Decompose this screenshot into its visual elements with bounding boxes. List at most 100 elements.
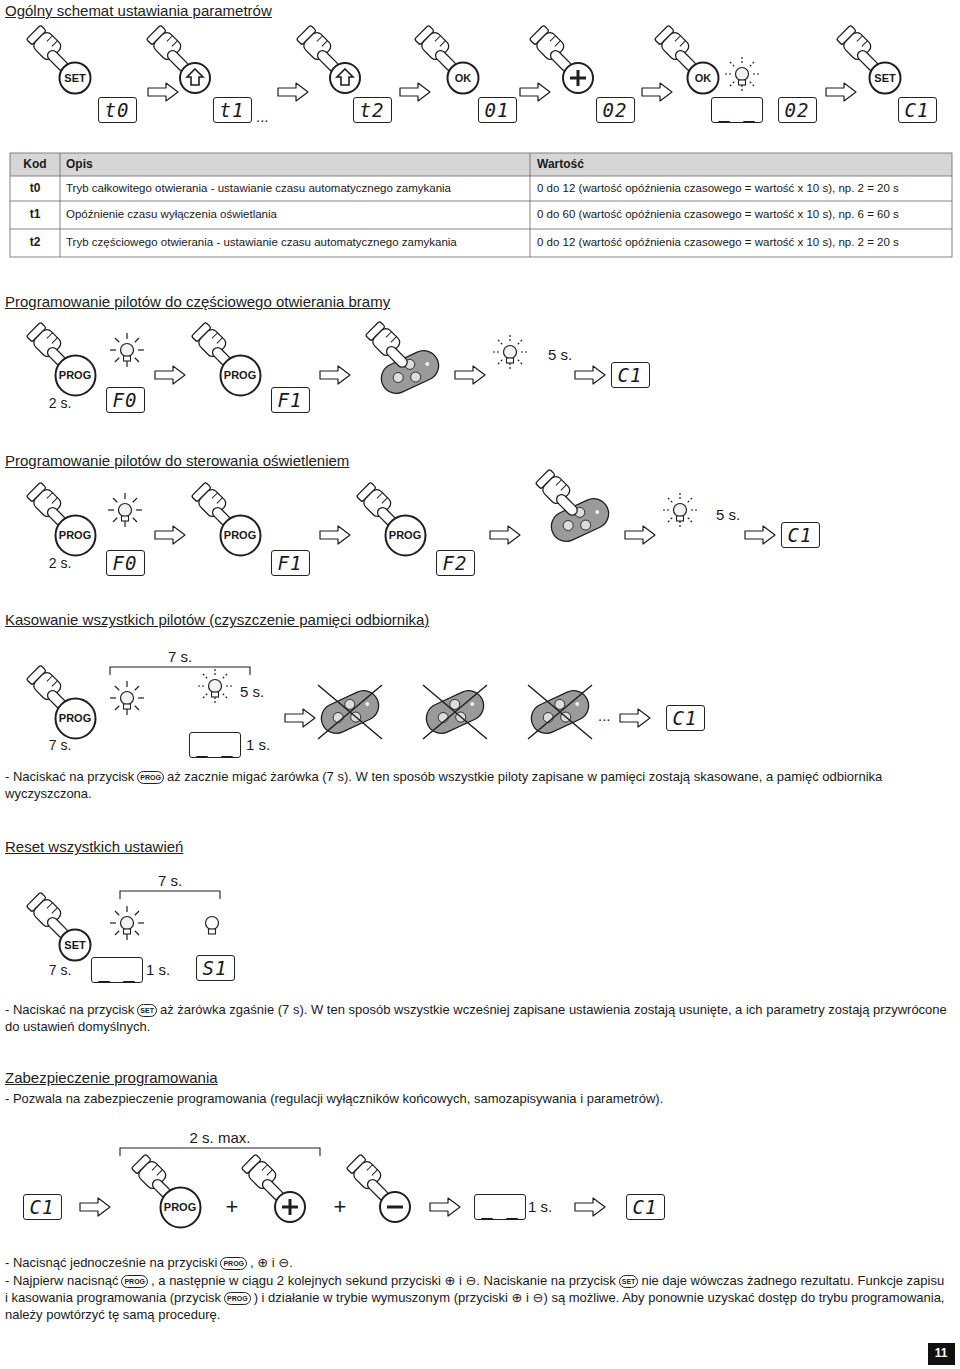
bulb-lit [110,333,144,367]
step-arrow [520,83,550,101]
remote-key [562,519,575,532]
display-readout: _ _ [98,961,135,980]
bulb-base [677,516,684,521]
light-ray [223,694,227,698]
time-label: 7 s. [158,872,182,889]
bulb-base [124,704,131,709]
time-label: 1 s. [146,961,170,978]
light-ray [663,509,669,510]
hand-knuckles [377,493,388,504]
table-cell: Opóźnienie czasu wyłączenia oświetlania [66,208,277,221]
time-label: 2 s. [49,555,72,571]
bulb-glass [504,346,517,359]
display-readout: t0 [105,101,130,120]
hand-knuckles [317,36,328,47]
section-heading: Kasowanie wszystkich pilotów (czyszczeni… [5,611,429,628]
pointing-hand [535,468,586,519]
step-arrow [620,709,650,727]
bulb-lit [110,906,144,940]
table-rule [10,201,952,202]
hand-finger [554,492,579,517]
light-ray [110,922,116,923]
note-paragraph: - Nacisnąć jednocześnie na przyciskiPROG… [5,1254,950,1271]
segment-display: C1 [666,705,705,731]
display-readout: _ _ [196,736,233,755]
light-ray [126,361,127,367]
plus-sign: + [226,1194,239,1219]
light-ray [498,360,502,364]
step-arrow [745,526,775,544]
time-label: 5 s. [548,346,572,363]
time-label: 7 s. [49,737,72,753]
table-rule [10,229,952,230]
bulb-blinking [663,493,697,527]
pointing-hand [365,320,416,371]
time-bracket [110,667,250,675]
light-ray [126,709,127,715]
light-ray [509,335,510,341]
inline-button-icon: PROG [224,1292,251,1305]
step-arrow [155,526,185,544]
time-label: 2 s. max. [190,1129,251,1146]
hand-knuckles [262,1165,273,1176]
display-readout: C1 [633,1198,658,1217]
page-number: 11 [935,1347,948,1361]
light-ray [136,509,142,510]
button-outline [563,63,593,93]
light-ray [668,498,672,502]
bulb-glass [736,68,749,81]
remote-key [579,518,592,531]
button-label: PROG [389,529,421,541]
light-ray [750,82,754,86]
table-rule [530,153,531,257]
time-label: 7 s. [49,962,72,978]
remote-body [316,686,383,739]
light-ray [668,518,672,522]
display-readout: F1 [278,391,303,410]
button-circle: SET [58,61,92,95]
light-ray [214,697,215,703]
button-label: OK [455,72,472,84]
light-ray [133,498,137,502]
time-label: 5 s. [716,506,740,523]
bulb-glass [206,917,219,930]
note-text: , a następnie w ciągu 2 kolejnych sekund… [151,1273,616,1288]
button-label: PROG [164,1201,196,1213]
segment-display: C1 [611,362,650,388]
plus-symbol [570,70,586,86]
table-rule [60,153,61,257]
inline-button-icon: SET [619,1275,639,1288]
step-arrow [80,1198,110,1216]
section-heading: Reset wszystkich ustawień [5,838,183,855]
hand-knuckles [47,903,58,914]
light-ray [518,360,522,364]
display-readout: 01 [485,101,510,120]
inline-button-icon: PROG [121,1275,148,1288]
display-readout: F2 [443,554,468,573]
display-readout: C1 [30,1198,55,1217]
button-circle: SET [58,928,92,962]
display-readout: t1 [220,101,245,120]
button-outline [275,1192,305,1222]
segment-display: C1 [898,97,937,123]
button-ring [60,63,91,94]
light-ray [110,697,116,698]
light-ray [741,85,742,91]
segment-display: C1 [626,1194,665,1220]
bulb-base [124,929,131,934]
light-ray [730,82,734,86]
light-ray [679,493,680,499]
segment-display: _ _ [91,957,143,983]
page-number-box [928,1343,955,1365]
remote-led [425,361,430,366]
cross-out [423,685,487,739]
button-ring [448,63,479,94]
bulb-base [124,356,131,361]
bulb-blinking [198,669,232,703]
table-cell: t0 [30,182,41,196]
note-text: - Naciskać na przycisk [5,1002,134,1017]
bulb-base [739,80,746,85]
light-ray [214,669,215,675]
hand-knuckles [550,36,561,47]
